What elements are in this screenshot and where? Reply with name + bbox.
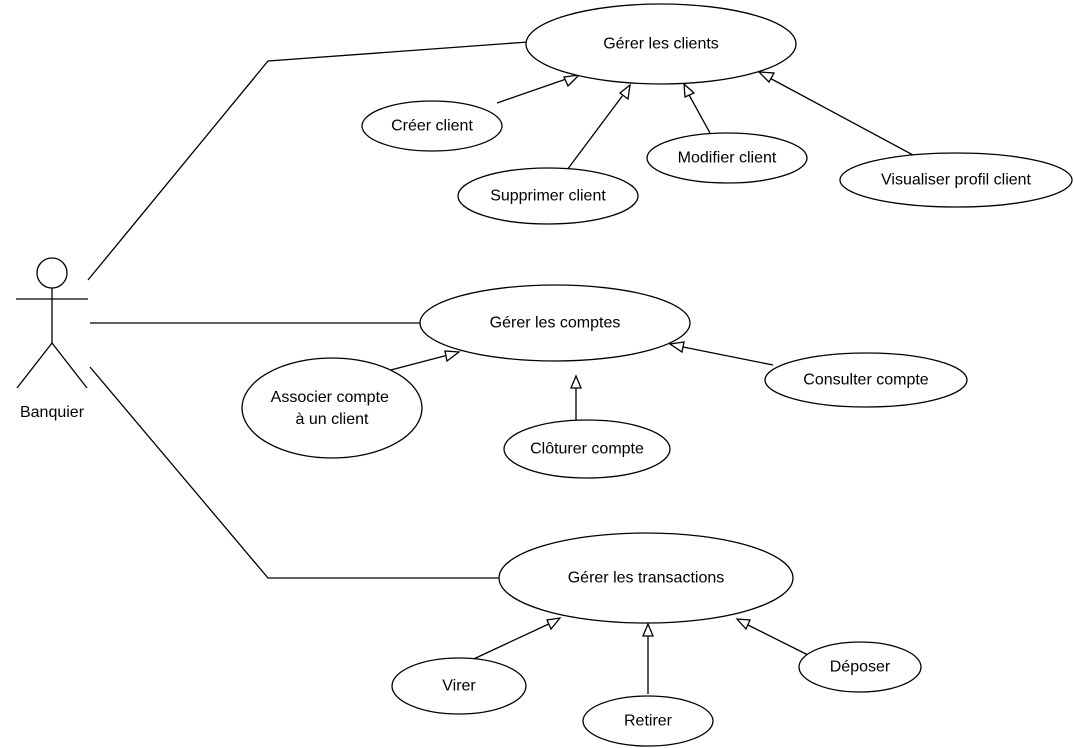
use-case-gerer-clients[interactable]: Gérer les clients bbox=[525, 3, 797, 85]
use-case-consulter-compte[interactable]: Consulter compte bbox=[764, 352, 968, 408]
gen-line-deposer[interactable] bbox=[743, 622, 809, 656]
use-case-retirer-label: Retirer bbox=[624, 713, 673, 730]
use-case-supprimer-client[interactable]: Supprimer client bbox=[457, 167, 639, 225]
use-case-retirer[interactable]: Retirer bbox=[582, 695, 714, 747]
actor-left-leg bbox=[16, 342, 53, 389]
use-case-cloturer-compte-label: Clôturer compte bbox=[530, 441, 644, 458]
use-case-creer-client-label: Créer client bbox=[391, 118, 473, 135]
use-case-visualiser-profil-client[interactable]: Visualiser profil client bbox=[839, 152, 1073, 208]
gen-line-creer-client[interactable] bbox=[496, 76, 573, 104]
use-case-gerer-transactions[interactable]: Gérer les transactions bbox=[498, 532, 794, 624]
gen-arrow-deposer bbox=[735, 618, 751, 631]
use-case-gerer-comptes[interactable]: Gérer les comptes bbox=[419, 284, 691, 362]
gen-arrow-cloturer-compte bbox=[570, 374, 582, 389]
use-case-gerer-transactions-label: Gérer les transactions bbox=[568, 570, 725, 587]
gen-line-supprimer-client[interactable] bbox=[566, 90, 627, 171]
use-case-virer[interactable]: Virer bbox=[391, 657, 527, 715]
use-case-associer-compte-line-1: Associer compte bbox=[271, 389, 389, 406]
use-case-gerer-clients-label: Gérer les clients bbox=[603, 36, 719, 53]
use-case-cloturer-compte[interactable]: Clôturer compte bbox=[503, 419, 671, 479]
gen-line-virer[interactable] bbox=[464, 621, 554, 664]
use-case-creer-client[interactable]: Créer client bbox=[361, 100, 503, 152]
gen-line-visualiser-profil[interactable] bbox=[765, 75, 914, 156]
association-gerer-clients[interactable] bbox=[87, 41, 529, 281]
associations bbox=[87, 41, 529, 579]
gen-line-consulter-compte[interactable] bbox=[677, 345, 774, 366]
actor-right-leg bbox=[51, 342, 88, 389]
generalizations bbox=[367, 71, 914, 694]
use-case-virer-label: Virer bbox=[442, 678, 476, 695]
gen-arrow-retirer bbox=[642, 622, 654, 637]
association-gerer-transactions[interactable] bbox=[89, 366, 500, 579]
use-case-modifier-client-label: Modifier client bbox=[678, 150, 777, 167]
use-case-associer-compte[interactable]: Associer compte à un client bbox=[241, 357, 423, 459]
use-case-gerer-comptes-label: Gérer les comptes bbox=[490, 315, 621, 332]
gen-arrow-virer bbox=[546, 617, 562, 631]
actor-head bbox=[36, 257, 68, 289]
use-case-visualiser-profil-client-label: Visualiser profil client bbox=[881, 172, 1032, 189]
gen-arrow-modifier-client bbox=[683, 82, 696, 98]
actor-label: Banquier bbox=[20, 404, 85, 421]
gen-arrow-visualiser-profil bbox=[757, 71, 776, 84]
use-case-associer-compte-line-2: à un client bbox=[296, 411, 369, 428]
gen-arrow-associer-compte bbox=[444, 350, 461, 363]
gen-arrow-consulter-compte bbox=[668, 341, 685, 354]
gen-line-modifier-client[interactable] bbox=[687, 92, 711, 134]
gen-arrow-creer-client bbox=[563, 74, 581, 88]
use-case-deposer[interactable]: Déposer bbox=[798, 641, 922, 693]
use-case-consulter-compte-label: Consulter compte bbox=[803, 372, 928, 389]
actor-banquier[interactable]: Banquier bbox=[16, 257, 88, 421]
use-case-deposer-label: Déposer bbox=[830, 659, 891, 676]
use-case-supprimer-client-label: Supprimer client bbox=[490, 188, 606, 205]
gen-arrow-supprimer-client bbox=[618, 83, 631, 101]
use-case-modifier-client[interactable]: Modifier client bbox=[646, 132, 808, 184]
use-case-associer-compte-label: Associer compte à un client bbox=[271, 389, 394, 428]
